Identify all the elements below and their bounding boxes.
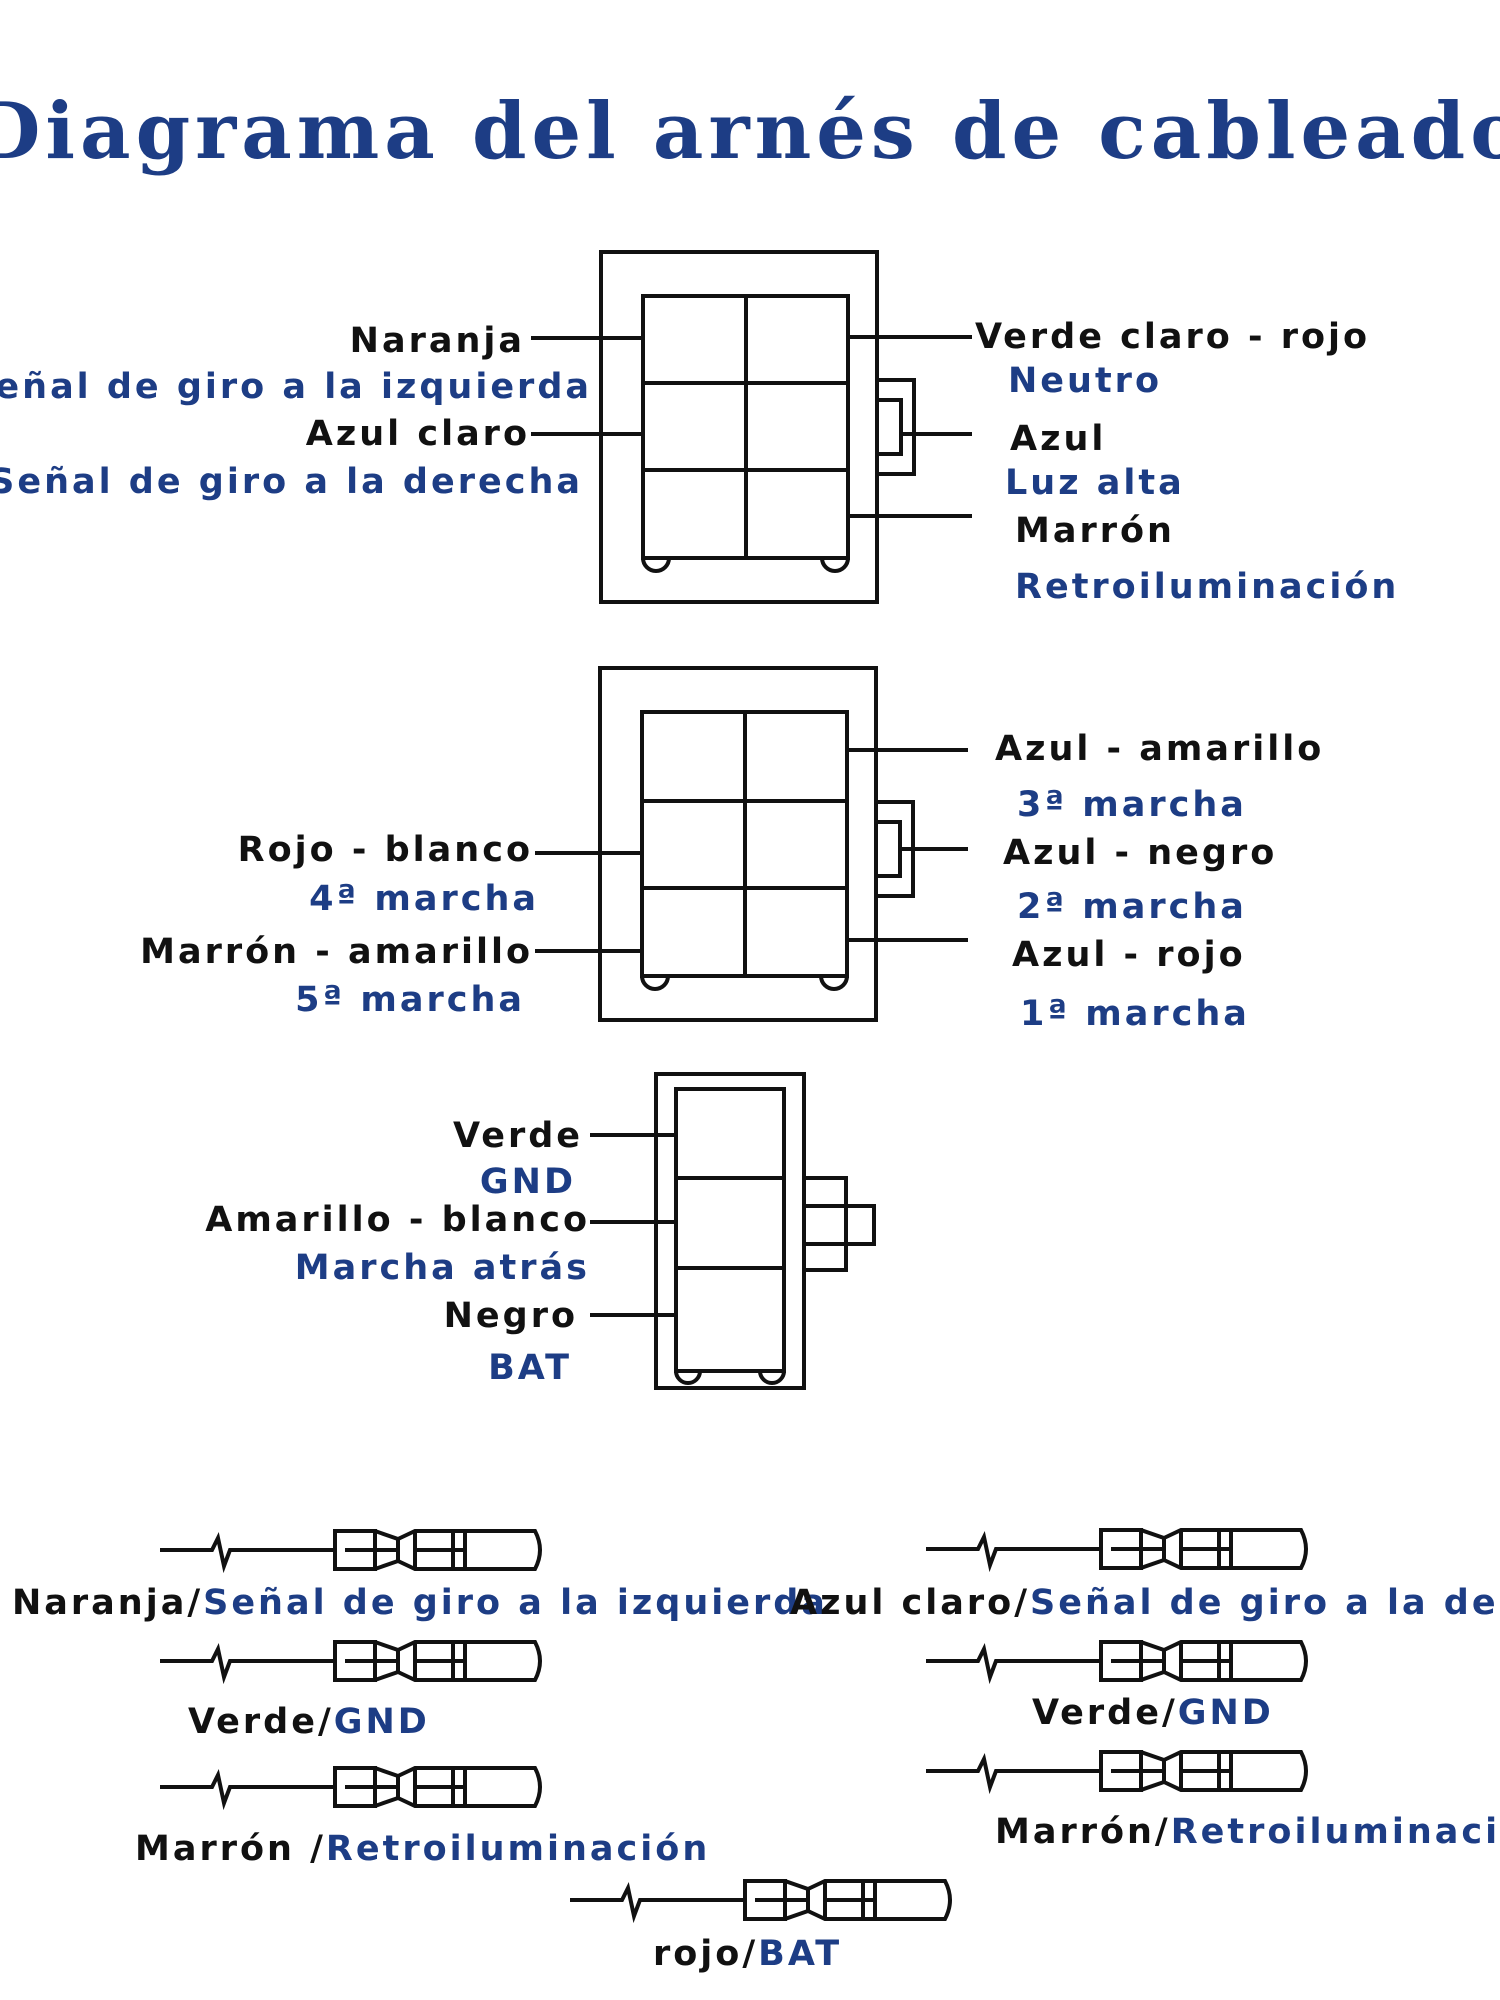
bullet-connector-1	[158, 1529, 542, 1571]
bullet-label-6: Marrón/Retroiluminación	[995, 1812, 1500, 1852]
label-bat: BAT	[488, 1348, 572, 1388]
label-5a-marcha: 5ª marcha	[295, 980, 525, 1020]
bullet-connector-6	[924, 1750, 1308, 1792]
label-senal-giro-izquierda: Señal de giro a la izquierda	[0, 367, 592, 407]
label-senal-giro-derecha: Señal de giro a la derecha	[0, 462, 583, 502]
label-verde: Verde	[453, 1116, 583, 1156]
label-1a-marcha: 1ª marcha	[1020, 994, 1250, 1034]
bullet-label-1-wire: Naranja/	[12, 1583, 203, 1623]
bullet-label-4-function: Señal de giro a la derecha	[1030, 1583, 1500, 1623]
bullet-connector-5	[924, 1640, 1308, 1682]
label-3a-marcha: 3ª marcha	[1017, 785, 1247, 825]
connector-1	[531, 250, 972, 604]
bullet-label-4-wire: Azul claro/	[790, 1583, 1030, 1623]
bullet-label-5: Verde/GND	[1032, 1693, 1274, 1733]
label-luz-alta: Luz alta	[1005, 463, 1185, 503]
page-title: Diagrama del arnés de cableado	[0, 86, 1500, 177]
bullet-label-3-wire: Marrón /	[135, 1829, 326, 1869]
bullet-label-7-function: BAT	[758, 1934, 842, 1974]
bullet-label-7-wire: rojo/	[653, 1934, 758, 1974]
bullet-label-1-function: Señal de giro a la izquierda	[203, 1583, 828, 1623]
bullet-label-2-function: GND	[334, 1702, 430, 1742]
label-retroiluminacion: Retroiluminación	[1015, 567, 1399, 607]
label-negro: Negro	[444, 1296, 578, 1336]
bullet-label-1: Naranja/Señal de giro a la izquierda	[12, 1583, 828, 1623]
bullet-label-7: rojo/BAT	[653, 1934, 842, 1974]
label-azul-rojo: Azul - rojo	[1012, 935, 1246, 975]
bullet-label-6-wire: Marrón/	[995, 1812, 1171, 1852]
bullet-connector-7	[568, 1879, 952, 1921]
label-azul-amarillo: Azul - amarillo	[995, 729, 1324, 769]
label-marron: Marrón	[1015, 511, 1175, 551]
bullet-label-3: Marrón /Retroiluminación	[135, 1829, 710, 1869]
label-amarillo-blanco: Amarillo - blanco	[205, 1200, 590, 1240]
bullet-label-3-function: Retroiluminación	[326, 1829, 710, 1869]
bullet-label-2: Verde/GND	[188, 1702, 430, 1742]
label-rojo-blanco: Rojo - blanco	[238, 830, 533, 870]
bullet-label-4: Azul claro/Señal de giro a la derecha	[790, 1583, 1500, 1623]
connector-3	[590, 1072, 876, 1390]
bullet-connector-3	[158, 1766, 542, 1808]
bullet-label-5-function: GND	[1178, 1693, 1274, 1733]
label-2a-marcha: 2ª marcha	[1017, 887, 1247, 927]
label-naranja: Naranja	[350, 321, 525, 361]
label-gnd: GND	[480, 1162, 576, 1202]
label-azul: Azul	[1010, 419, 1106, 459]
label-azul-claro: Azul claro	[306, 414, 530, 454]
bullet-label-2-wire: Verde/	[188, 1702, 334, 1742]
bullet-label-5-wire: Verde/	[1032, 1693, 1178, 1733]
bullet-connector-4	[924, 1528, 1308, 1570]
label-marcha-atras: Marcha atrás	[295, 1248, 590, 1288]
label-neutro: Neutro	[1008, 361, 1162, 401]
label-4a-marcha: 4ª marcha	[309, 879, 539, 919]
connector-2	[535, 666, 968, 1022]
label-verde-claro-rojo: Verde claro - rojo	[975, 317, 1370, 357]
bullet-connector-2	[158, 1640, 542, 1682]
label-azul-negro: Azul - negro	[1003, 833, 1277, 873]
bullet-label-6-function: Retroiluminación	[1171, 1812, 1500, 1852]
label-marron-amarillo: Marrón - amarillo	[140, 932, 533, 972]
